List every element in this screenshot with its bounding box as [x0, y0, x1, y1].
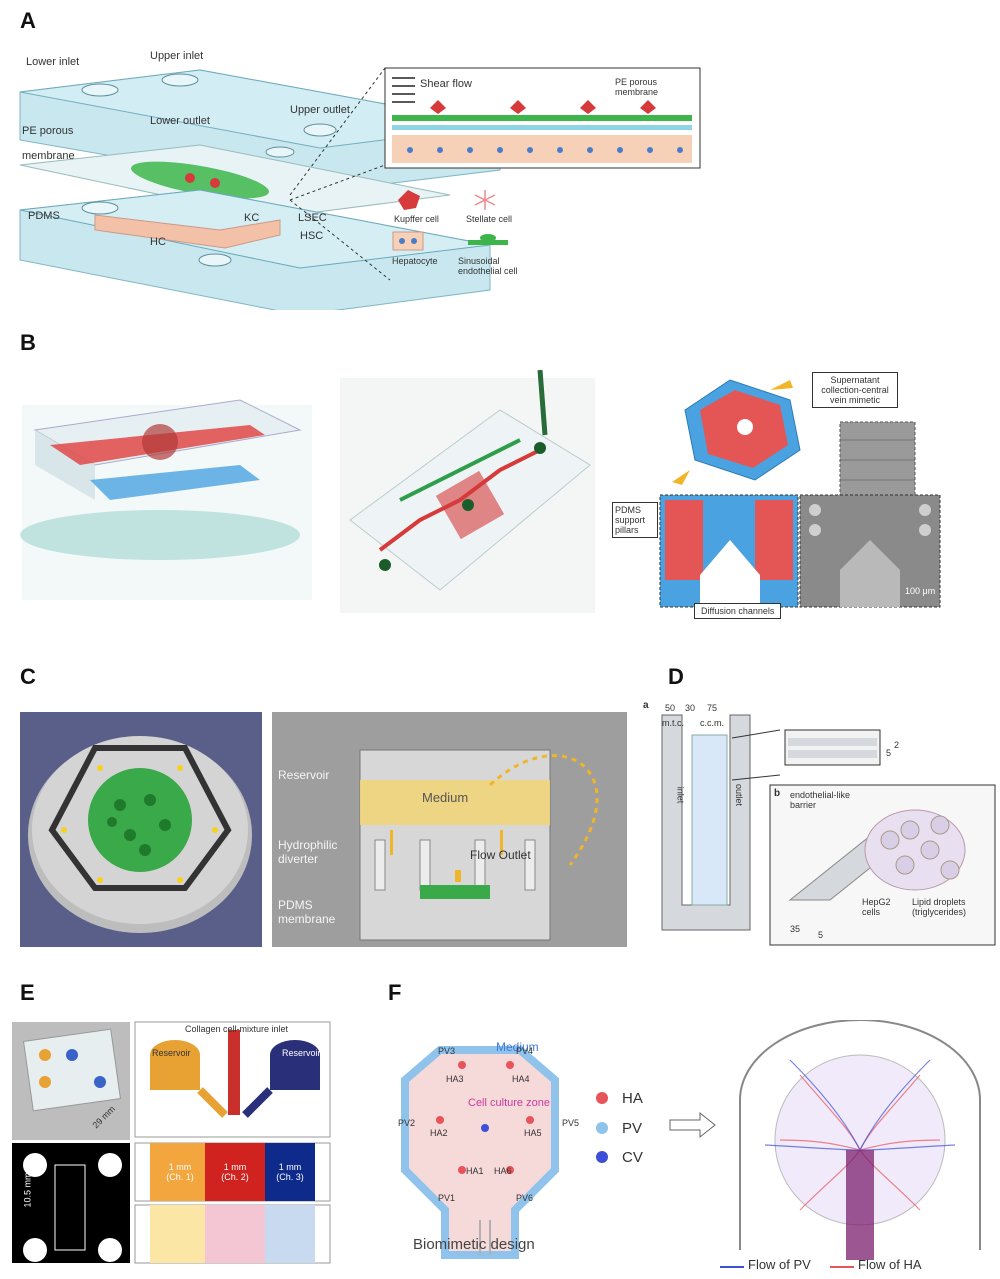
label-lsec: LSEC	[298, 212, 327, 224]
panel-a-letter: A	[20, 8, 36, 33]
label-hydrophilic-diverter: Hydrophilic diverter	[278, 838, 338, 866]
label-hsc: HSC	[300, 230, 324, 242]
label-kc: KC	[244, 212, 260, 224]
legend-flow-ha: Flow of HA	[858, 1257, 922, 1272]
legend-sinusoidal: Sinusoidal endothelial cell	[458, 256, 518, 276]
label-outlet: outlet	[734, 783, 745, 807]
label-dim-50: 50	[665, 703, 676, 713]
label-dim-5: 5	[886, 748, 892, 758]
label-ha3: HA3	[446, 1074, 464, 1084]
label-ch1: 1 mm (Ch. 1)	[166, 1162, 194, 1182]
label-endothelial-barrier: endothelial-like barrier	[790, 790, 851, 810]
label-ch2: 1 mm (Ch. 2)	[221, 1162, 249, 1182]
label-pv6: PV6	[516, 1193, 534, 1203]
panel-d-letter: D	[668, 664, 684, 689]
panel-b-chip-images	[20, 370, 941, 613]
label-lipid-droplets: Lipid droplets (triglycerides)	[912, 897, 967, 917]
panel-e-letter: E	[20, 980, 35, 1005]
label-mtc: m.t.c.	[662, 718, 684, 728]
label-upper-outlet: Upper outlet	[290, 104, 350, 116]
label-ccm: c.c.m.	[700, 718, 724, 728]
label-pv3: PV3	[438, 1046, 456, 1056]
panel-d-illustration	[661, 714, 996, 946]
label-ha2: HA2	[430, 1128, 448, 1138]
label-ha4: HA4	[512, 1074, 530, 1084]
label-pe-porous: PE porous	[22, 125, 74, 137]
label-reservoir: Reservoir	[278, 768, 330, 782]
label-upper-inlet: Upper inlet	[150, 50, 204, 62]
label-ha5: HA5	[524, 1128, 542, 1138]
label-pv1: PV1	[438, 1193, 456, 1203]
label-medium-f: Medium	[496, 1040, 539, 1054]
panel-b-letter: B	[20, 330, 36, 355]
label-pdms-membrane: PDMS membrane	[278, 898, 336, 926]
label-dim-30: 30	[685, 703, 696, 713]
legend-flow-pv: Flow of PV	[748, 1257, 811, 1272]
legend-pv-label: PV	[622, 1120, 643, 1137]
label-scale-bar: 100 μm	[905, 586, 936, 596]
label-ch3: 1 mm (Ch. 3)	[276, 1162, 304, 1182]
label-biomimetic-design: Biomimetic design	[413, 1236, 535, 1253]
label-pv2: PV2	[398, 1118, 416, 1128]
label-cell-culture-zone: Cell culture zone	[468, 1097, 550, 1109]
label-pv4: PV4	[516, 1046, 534, 1056]
label-ha1: HA1	[466, 1166, 484, 1176]
label-hepg2: HepG2 cells	[862, 897, 891, 917]
label-lower-inlet: Lower inlet	[26, 56, 80, 68]
label-dim-35: 35	[790, 924, 801, 934]
panel-f-letter: F	[388, 980, 402, 1005]
label-pdms: PDMS	[28, 210, 60, 222]
label-reservoir-left: Reservoir	[152, 1048, 191, 1058]
label-collagen-inlet: Collagen cell-mixture inlet	[185, 1024, 289, 1034]
label-pv5: PV5	[562, 1118, 580, 1128]
label-lower-outlet: Lower outlet	[150, 115, 210, 127]
legend-hepatocyte: Hepatocyte	[392, 256, 438, 266]
label-pe-porous-membrane: PE porous membrane	[615, 77, 659, 97]
label-dim-2: 2	[894, 740, 900, 750]
label-inlet: inlet	[675, 786, 686, 804]
label-ha6: HA6	[494, 1166, 512, 1176]
panel-d-sub-a: a	[643, 700, 649, 711]
label-diffusion-channels: Diffusion channels	[694, 603, 782, 619]
legend-cv-label: CV	[622, 1149, 643, 1166]
legend-stellate: Stellate cell	[466, 214, 513, 224]
panel-c-illustration	[20, 712, 627, 947]
label-medium: Medium	[422, 790, 469, 805]
label-hc: HC	[150, 236, 166, 248]
panel-d-sub-b: b	[774, 788, 781, 799]
label-membrane: membrane	[22, 150, 75, 162]
label-dim-75: 75	[707, 703, 718, 713]
legend-kupffer: Kupffer cell	[394, 214, 439, 224]
legend-ha-label: HA	[622, 1090, 643, 1107]
label-flow-outlet: Flow Outlet	[470, 848, 531, 862]
label-reservoir-right: Reservoir	[282, 1048, 321, 1058]
panel-e-illustration	[12, 1021, 331, 1264]
label-shear-flow: Shear flow	[420, 78, 472, 90]
label-supernatant: Supernatant collection-central vein mime…	[812, 372, 898, 408]
panel-a-chip-illustration	[19, 67, 701, 310]
panel-f-illustration	[401, 1020, 981, 1268]
label-dim-5b: 5	[818, 930, 824, 940]
label-dim-10-5mm: 10.5 mm	[22, 1172, 33, 1208]
label-pdms-support: PDMS support pillars	[612, 502, 658, 538]
panel-c-letter: C	[20, 664, 36, 689]
